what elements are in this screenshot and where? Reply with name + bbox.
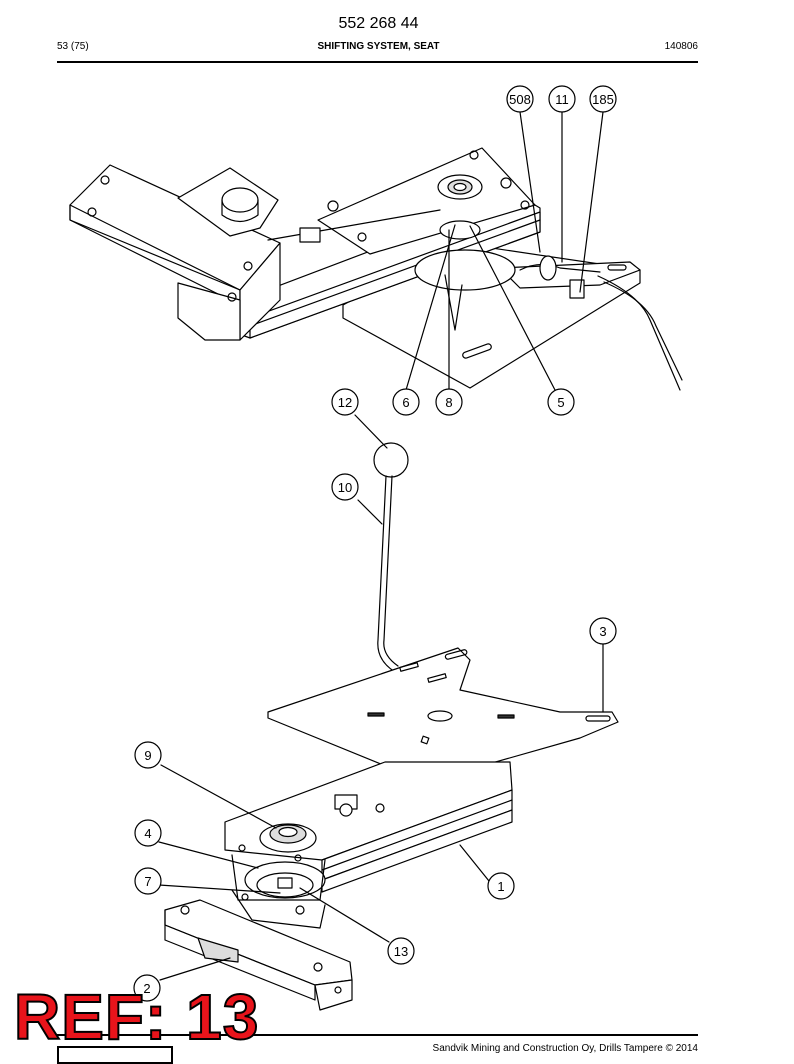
callout-2: 2: [143, 981, 150, 996]
callout-4: 4: [144, 826, 151, 841]
callout-508-circle: [506, 85, 534, 113]
callout-3-circle: [589, 617, 617, 645]
upper-assembly: [69, 147, 683, 391]
callout-4-circle: [134, 819, 162, 847]
callout-2-circle: [133, 974, 161, 1002]
ref-stamp: REF: 13: [13, 981, 260, 1053]
callout-185-circle: [589, 85, 617, 113]
callout-7-circle: [134, 867, 162, 895]
callout-1-circle: [487, 872, 515, 900]
leader-lines: [158, 111, 604, 981]
callout-13: 13: [394, 944, 408, 959]
callout-7: 7: [144, 874, 151, 889]
callouts: [133, 85, 617, 1002]
callout-10-circle: [331, 473, 359, 501]
callout-6-circle: [392, 388, 420, 416]
callout-12-circle: [331, 388, 359, 416]
callout-5-circle: [547, 388, 575, 416]
callout-12: 12: [338, 395, 352, 410]
callout-3: 3: [599, 624, 606, 639]
lower-assembly: [164, 761, 513, 1011]
page-number: 53 (75): [57, 41, 89, 52]
callout-5: 5: [557, 395, 564, 410]
callout-1: 1: [497, 879, 504, 894]
callout-508: 508: [509, 92, 531, 107]
document-number: 552 268 44: [338, 15, 419, 32]
document-date: 140806: [664, 41, 698, 52]
footer-divider: [57, 1034, 698, 1036]
callout-9: 9: [144, 748, 151, 763]
section-title: SHIFTING SYSTEM, SEAT: [317, 41, 440, 52]
callout-11-circle: [548, 85, 576, 113]
copyright-text: Sandvik Mining and Construction Oy, Dril…: [432, 1043, 698, 1054]
callout-11: 11: [555, 92, 569, 107]
callout-10: 10: [338, 480, 352, 495]
callout-6: 6: [402, 395, 409, 410]
callout-185: 185: [592, 92, 614, 107]
lever: [373, 442, 409, 673]
callout-8: 8: [445, 395, 452, 410]
callout-8-circle: [435, 388, 463, 416]
header-divider: [57, 61, 698, 63]
callout-13-circle: [387, 937, 415, 965]
callout-9-circle: [134, 741, 162, 769]
